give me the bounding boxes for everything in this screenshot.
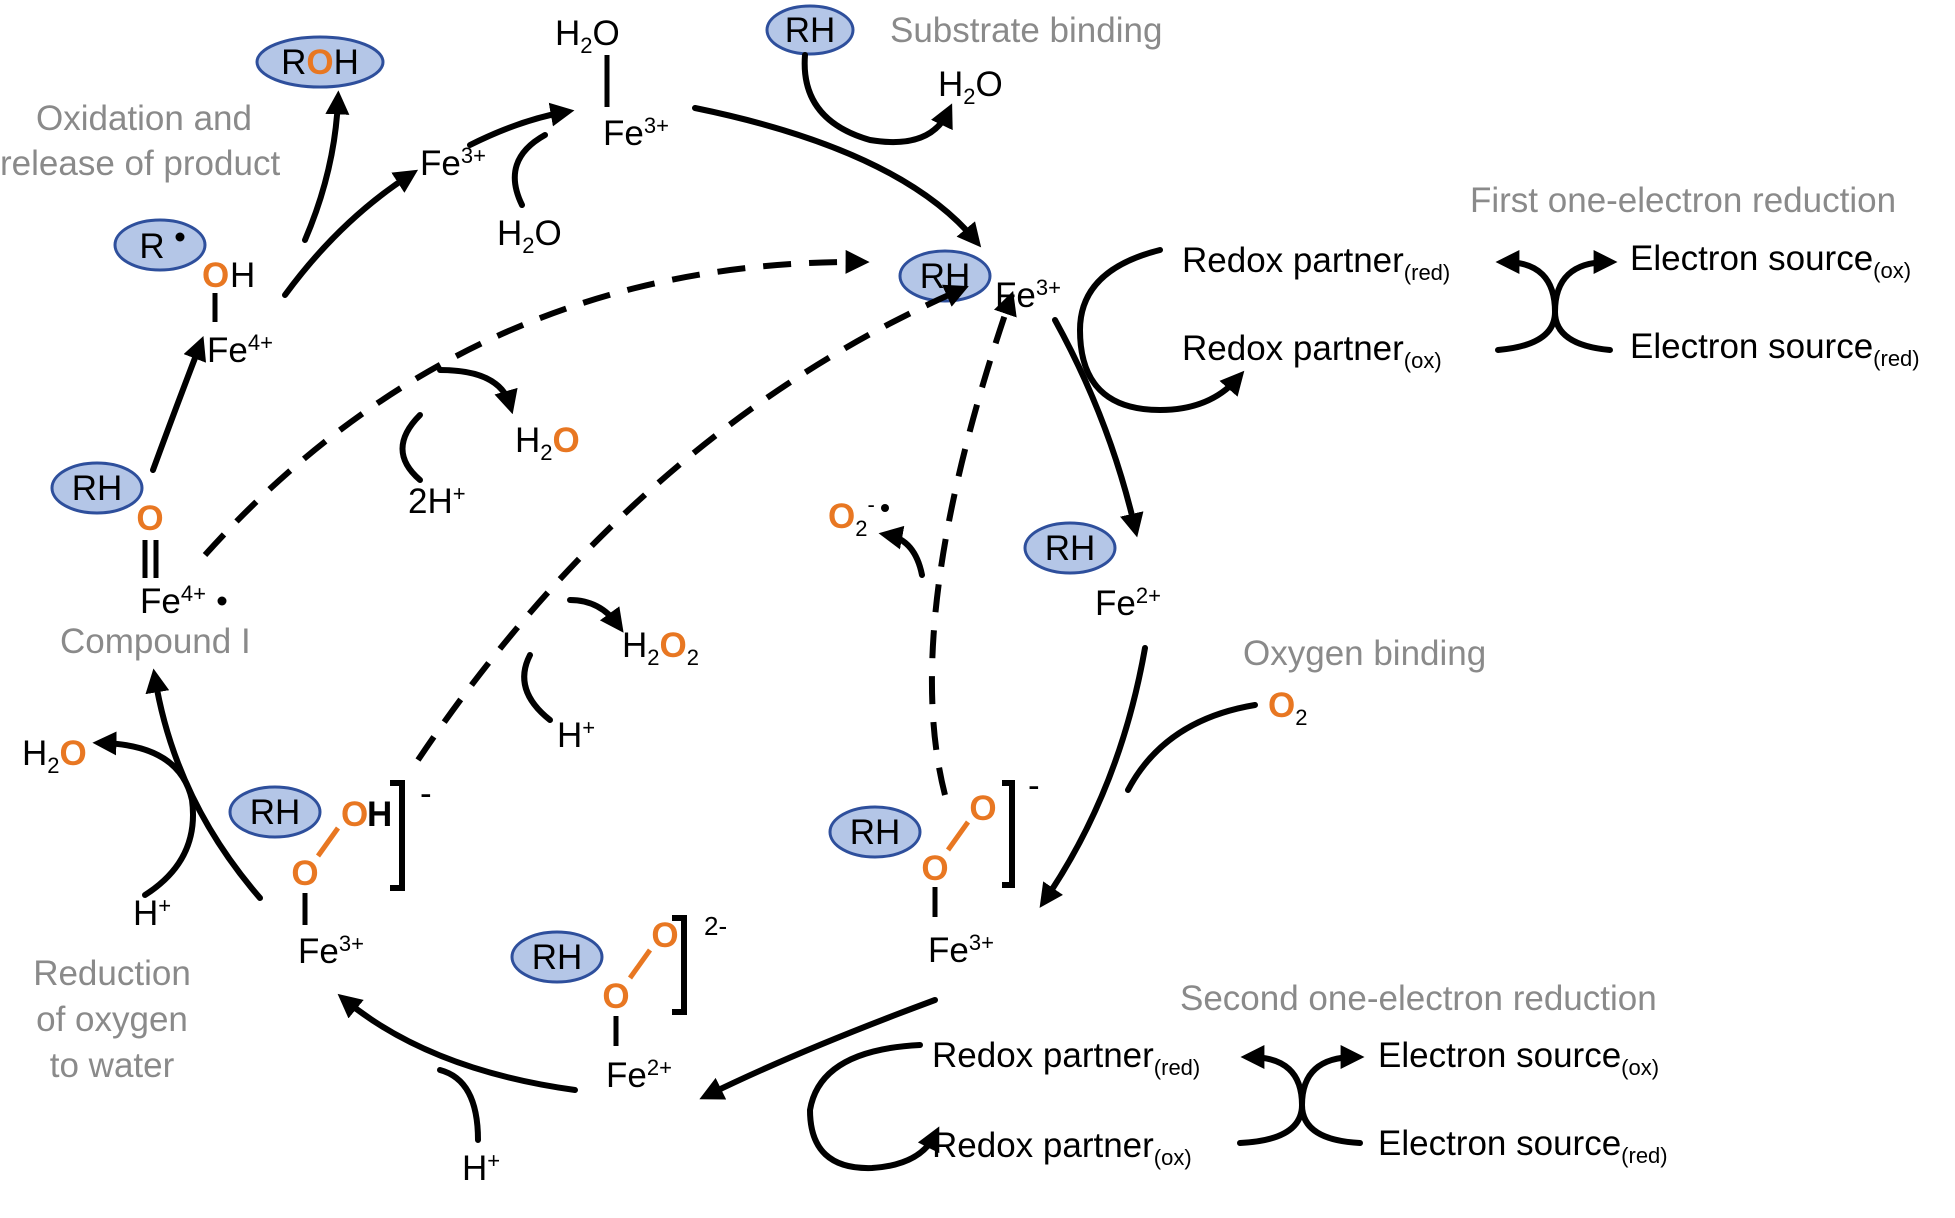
shunt-pathways — [202, 249, 1017, 796]
svg-text:O: O — [291, 854, 318, 893]
svg-text:O: O — [136, 499, 163, 538]
proton-compound-i: H+ — [133, 893, 171, 933]
product-roh: ROH — [255, 35, 385, 89]
label-oxidation-line2: release of product — [0, 144, 280, 183]
superoxide-radical-dot — [881, 504, 889, 512]
svg-text:H: H — [230, 256, 255, 295]
svg-text:Fe3+: Fe3+ — [995, 275, 1061, 315]
svg-text:RH: RH — [1045, 529, 1096, 568]
svg-text:Fe2+: Fe2+ — [1095, 583, 1161, 623]
svg-text:-: - — [1028, 766, 1040, 805]
svg-text:Fe3+: Fe3+ — [298, 931, 364, 971]
water-out-left: H2O — [22, 734, 87, 778]
label-substrate-binding: Substrate binding — [890, 11, 1162, 50]
label-second-reduction: Second one-electron reduction — [1180, 979, 1657, 1018]
svg-text:H2O: H2O — [555, 14, 620, 58]
species-fe2-rh: RH Fe2+ — [1023, 521, 1161, 623]
svg-text:Redox partner(red): Redox partner(red) — [932, 1036, 1200, 1080]
svg-text:O: O — [602, 977, 629, 1016]
svg-text:RH: RH — [532, 938, 583, 977]
dioxygen: O2 — [1268, 686, 1307, 730]
species-fe4-hydroxo: R O H Fe4+ — [113, 218, 273, 370]
svg-text:Redox partner(ox): Redox partner(ox) — [932, 1126, 1192, 1170]
svg-text:H: H — [367, 795, 392, 834]
svg-text:Electron source(red): Electron source(red) — [1378, 1124, 1668, 1168]
label-reduction-line1: Reduction — [33, 954, 191, 993]
svg-text:O: O — [651, 916, 678, 955]
svg-text:Redox partner(red): Redox partner(red) — [1182, 241, 1450, 285]
svg-text:O: O — [921, 849, 948, 888]
svg-text:Fe4+: Fe4+ — [140, 581, 206, 621]
svg-text:Electron source(ox): Electron source(ox) — [1378, 1036, 1659, 1080]
svg-text:Fe3+: Fe3+ — [603, 113, 669, 153]
shunt-superoxide: O2- — [828, 492, 875, 541]
species-fe3-rh-bound: RH Fe3+ — [898, 249, 1061, 315]
shunt-two-protons: 2H+ — [408, 481, 466, 521]
shunt-proton: H+ — [557, 715, 595, 755]
species-compound-i: RH O Fe4+ — [50, 461, 227, 621]
label-reduction-line3: to water — [50, 1046, 175, 1085]
species-aqua-fe3: H2O Fe3+ — [555, 14, 669, 153]
redox-couple-top: Redox partner(red) Redox partner(ox) Ele… — [1182, 239, 1920, 373]
svg-text:Electron source(ox): Electron source(ox) — [1630, 239, 1911, 283]
label-oxidation-line1: Oxidation and — [36, 99, 252, 138]
shunt-water: H2O — [515, 421, 580, 465]
svg-text:Fe2+: Fe2+ — [606, 1055, 672, 1095]
svg-text:2-: 2- — [704, 911, 727, 941]
svg-text:RH: RH — [785, 11, 836, 50]
svg-text:RH: RH — [250, 793, 301, 832]
substrate-rh-top: RH — [765, 4, 855, 56]
shunt-hydrogen-peroxide: H2O2 — [622, 626, 699, 670]
svg-text:Fe4+: Fe4+ — [207, 330, 273, 370]
label-first-reduction: First one-electron reduction — [1470, 181, 1896, 220]
water-in-top: H2O — [497, 214, 562, 258]
species-fe2-peroxo: RH O O Fe2+ 2- — [510, 911, 727, 1095]
species-fe3-hydroperoxo: RH O H O Fe3+ - — [228, 774, 432, 971]
redox-couple-bottom: Redox partner(red) Redox partner(ox) Ele… — [932, 1036, 1668, 1170]
svg-text:RH: RH — [850, 813, 901, 852]
svg-text:O: O — [341, 795, 368, 834]
species-fe3-resting: Fe3+ — [420, 143, 486, 183]
released-water-top: H2O — [938, 65, 1003, 109]
svg-text:Redox partner(ox): Redox partner(ox) — [1182, 329, 1442, 373]
svg-text:-: - — [420, 774, 432, 813]
species-fe3-superoxo: RH O O Fe3+ - — [828, 766, 1040, 970]
svg-text:R: R — [139, 227, 164, 266]
svg-text:RH: RH — [920, 257, 971, 296]
label-compound-i: Compound I — [60, 622, 251, 661]
label-reduction-line2: of oxygen — [36, 1000, 188, 1039]
svg-text:Electron source(red): Electron source(red) — [1630, 327, 1920, 371]
svg-text:ROH: ROH — [281, 43, 359, 82]
svg-text:O: O — [202, 256, 229, 295]
label-oxygen-binding: Oxygen binding — [1243, 634, 1486, 673]
svg-text:O: O — [969, 789, 996, 828]
cycle-arrows — [92, 52, 1258, 1172]
svg-text:Fe3+: Fe3+ — [928, 930, 994, 970]
proton-bottom: H+ — [462, 1148, 500, 1188]
svg-text:RH: RH — [72, 469, 123, 508]
